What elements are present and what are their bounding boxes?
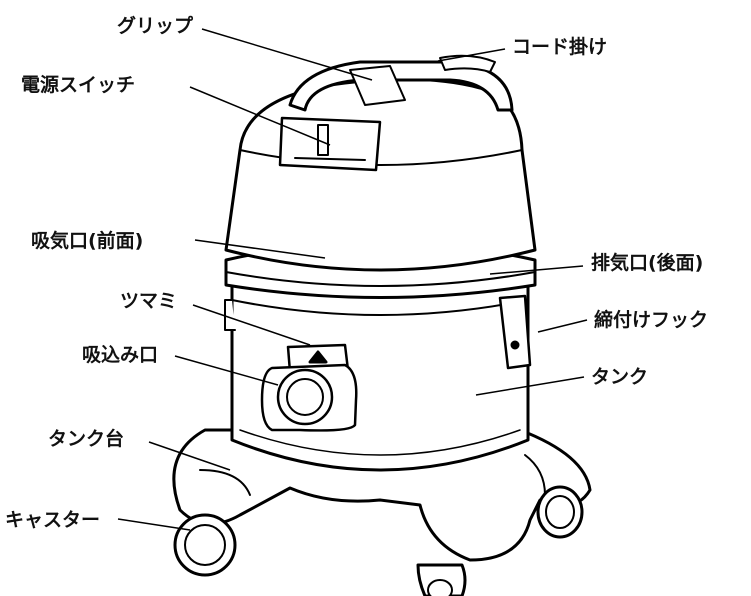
suction-port-shape: [260, 363, 358, 432]
label-tank: タンク: [591, 366, 649, 388]
left-latch-shape: [224, 299, 236, 331]
label-intake-front: 吸気口(前面): [31, 230, 144, 252]
label-tank-base: タンク台: [48, 428, 125, 450]
grip-shape: [288, 54, 514, 112]
label-exhaust-rear: 排気口(後面): [591, 252, 704, 274]
label-suction-port: 吸込み口: [82, 344, 159, 366]
caster-right-shape: [536, 485, 584, 539]
label-power-switch: 電源スイッチ: [21, 74, 136, 96]
label-cord-hook: コード掛け: [512, 36, 608, 58]
motor-head-shape: [224, 77, 537, 272]
label-grip: グリップ: [117, 15, 194, 37]
caster-front-shape: [416, 563, 467, 596]
label-knob: ツマミ: [120, 290, 178, 312]
caster-left-shape: [173, 513, 237, 577]
leader-lines: [117, 28, 588, 531]
latch-hook-shape: [498, 294, 532, 370]
tank-base-shape: [172, 428, 592, 562]
label-caster: キャスター: [5, 509, 101, 531]
power-switch-shape: [278, 116, 382, 172]
label-latch-hook: 締付けフック: [594, 309, 709, 331]
